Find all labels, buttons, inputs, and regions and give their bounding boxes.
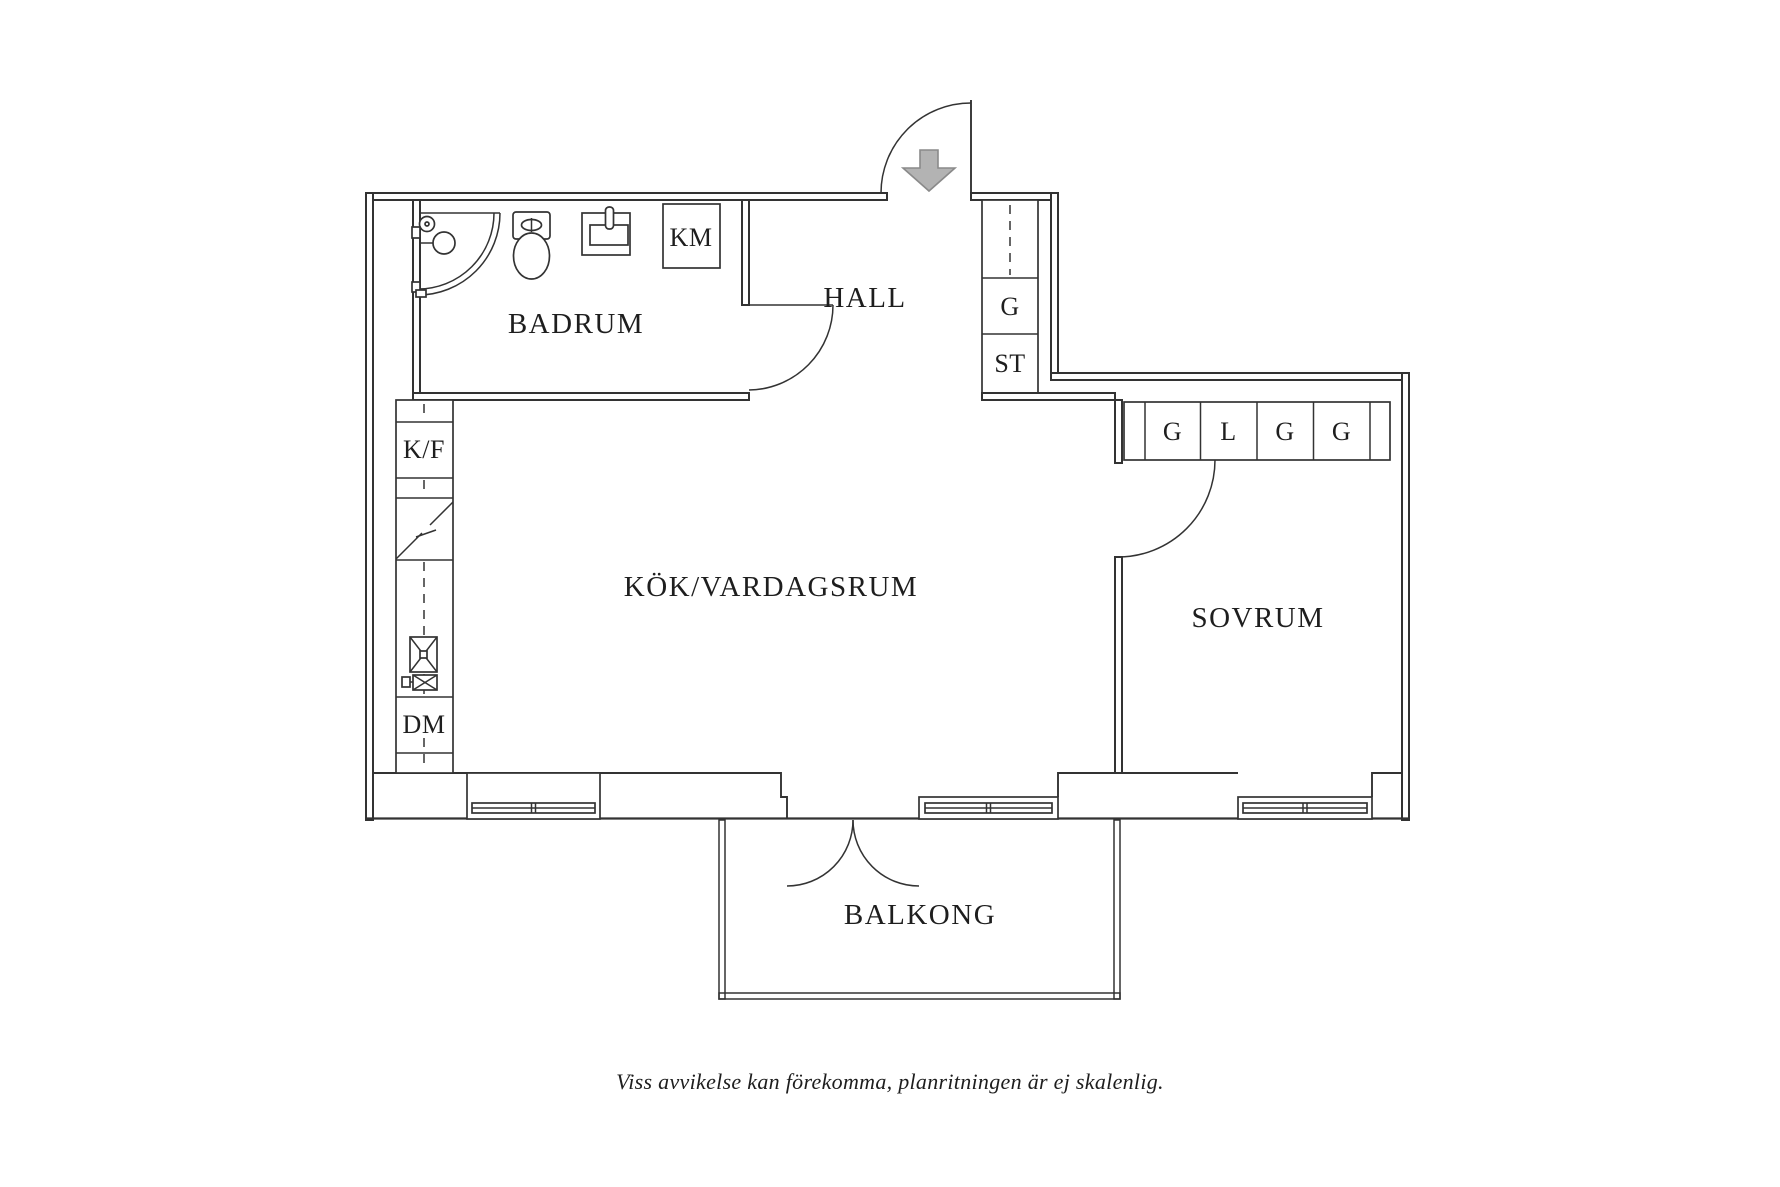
sink-drain [419,650,428,659]
kitchen-counter: K/F DM [395,399,454,774]
hall-label: HALL [823,282,906,314]
partition-wall-lower [1114,556,1123,774]
shower-fitting [411,226,421,239]
closet-st-label: ST [994,349,1025,378]
entrance-direction-arrow-icon [900,149,958,193]
east-wing-north-wall [1050,372,1410,381]
bathroom-south-wall [412,392,750,401]
shower-screen-end [415,289,427,298]
bathroom-east-wall [741,199,750,306]
hall-east-wall [1050,192,1059,381]
disclaimer-caption: Viss avvikelse kan förekomma, planritnin… [616,1069,1164,1094]
shower-head-dot [424,221,430,227]
sink-faucet [604,206,615,230]
worktop-diagonal [429,501,454,526]
sink-cross [412,674,438,691]
east-wall [1401,372,1410,821]
bedroom-partition [1114,399,1216,774]
worktop-diagonal [395,532,423,560]
fridge-freezer-label: K/F [403,435,445,464]
shower-screen-arc-inner [417,212,495,290]
entrance [880,100,972,194]
bathroom-door-swing-arc [748,304,834,391]
bathroom-label: BADRUM [508,308,644,340]
wardrobe-label: L [1220,417,1236,446]
balcony-rail-left [718,819,726,1000]
balcony [718,819,1121,1000]
wardrobe-label: G [1163,417,1182,446]
sink-faucet [401,676,411,688]
bathroom-sink-icon [581,206,631,256]
shower-screen-arc-outer [417,212,501,296]
closet-g-label: G [1000,292,1019,321]
hall-south-wall [981,392,1116,401]
bedroom-label: SOVRUM [1191,602,1324,634]
room-labels: BADRUM HALL KÖK/VARDAGSRUM SOVRUM BALKON… [508,282,1324,931]
washing-machine-box [662,203,721,269]
balcony-door-swing-right [852,819,920,887]
worktop-diagonal-break [415,529,437,538]
balcony-label: BALKONG [844,899,996,931]
toilet-bowl [512,232,551,280]
entrance-door-swing-arc [880,102,972,194]
dishwasher-label: DM [403,710,446,739]
bedroom-door-swing-arc [1117,459,1216,558]
south-wall-inner-east [1371,772,1402,797]
shower-knob [432,231,456,255]
south-wall-inner-west [373,772,788,818]
kitchen-livingroom-label: KÖK/VARDAGSRUM [624,571,918,603]
shower-icon [411,212,501,298]
top-wall-west [365,192,888,201]
south-wall-inner-middle [1057,772,1238,797]
kitchen-sink-icon [401,636,438,691]
toilet-icon [512,211,551,280]
partition-wall-upper [1114,399,1123,464]
balcony-rail-right [1113,819,1121,1000]
wardrobe-label: G [1332,417,1351,446]
left-wall [365,192,374,821]
hall-closets: G ST [981,199,1116,401]
balcony-door-swing-left [786,819,854,887]
wardrobe-label: G [1275,417,1294,446]
washing-machine-label: KM [670,223,713,252]
top-wall-east [970,192,1059,201]
bathroom: KM [411,199,834,401]
balcony-rail-bottom [718,992,1121,1000]
bedroom-wardrobes: G L G G [1123,401,1391,461]
windows [466,772,1373,820]
